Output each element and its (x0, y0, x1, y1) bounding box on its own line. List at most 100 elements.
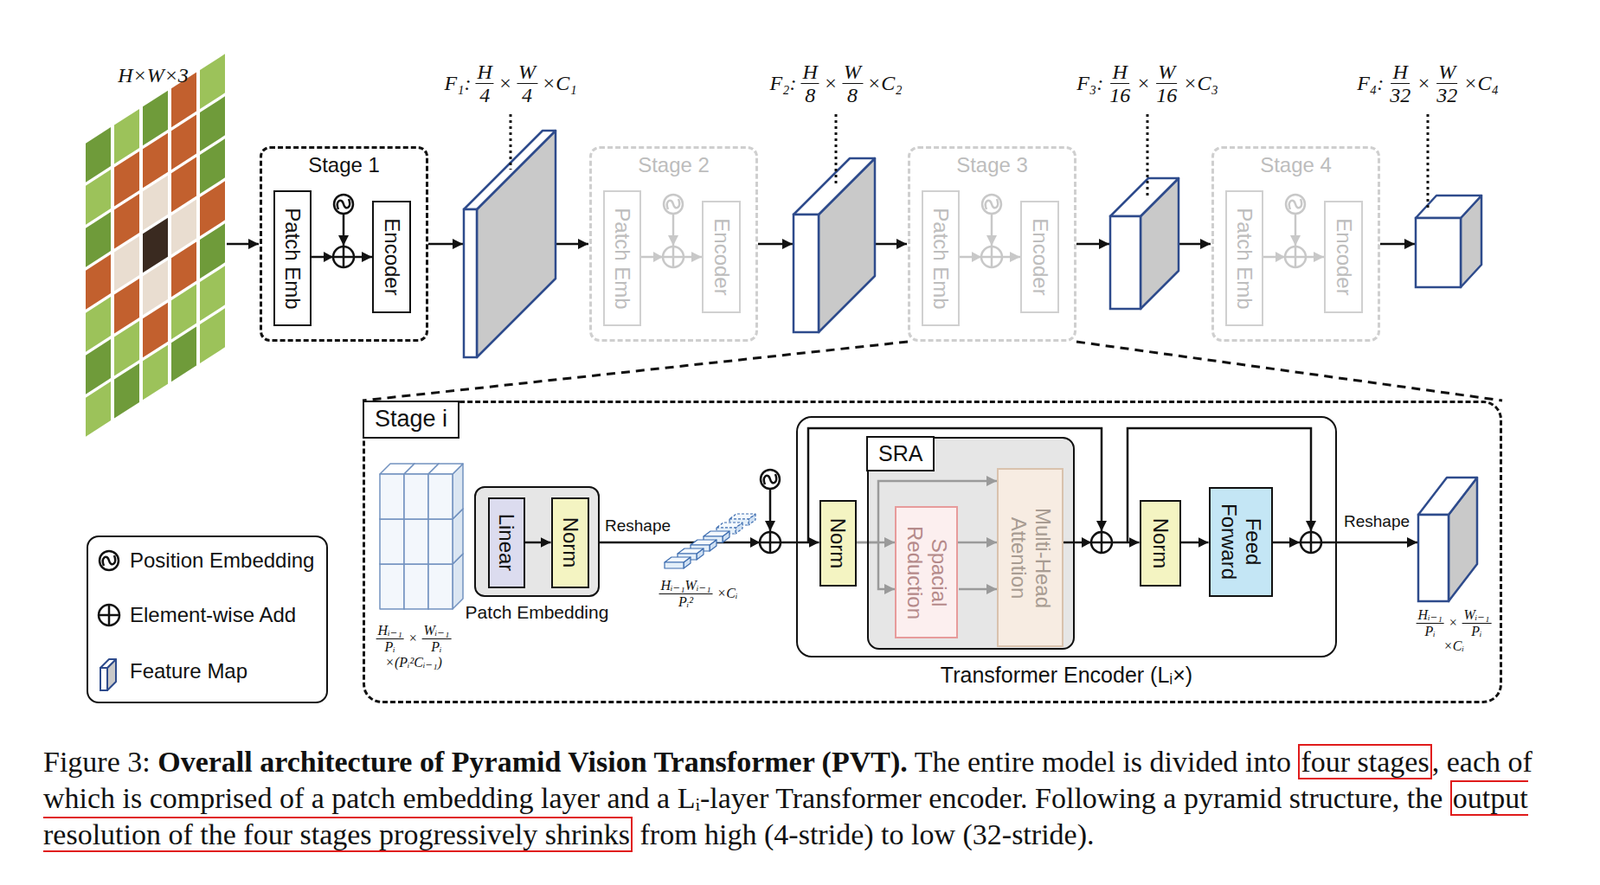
transformer-encoder-box: Transformer Encoder (Lᵢ×)NormSRASpacial … (796, 416, 1337, 658)
cube-front (428, 564, 453, 610)
feature-map-top (1418, 477, 1478, 515)
norm-box: Norm (819, 500, 857, 587)
label-text: F₃: (1076, 71, 1104, 96)
stage-title: Stage 3 (910, 153, 1074, 178)
label-text: ×Cᵢ (1443, 638, 1465, 655)
label-text: × (1136, 71, 1151, 96)
image-patch (199, 308, 225, 364)
feed-forward-box: Feed Forward (1208, 487, 1273, 598)
stage-symbols (985, 199, 998, 210)
box-label: Spacial Reduction (902, 520, 951, 625)
legend-text: Element-wise Add (129, 603, 296, 628)
label-text: 16 (1154, 83, 1179, 107)
legend-symbols (102, 555, 116, 566)
dimension-label: Hᵢ₋₁Wᵢ₋₁Pᵢ²×Cᵢ (657, 578, 739, 610)
stage-title: Stage 1 (262, 153, 426, 178)
token-front (664, 562, 684, 569)
fraction: Wᵢ₋₁Pᵢ (422, 623, 452, 655)
stage-symbols (1289, 199, 1302, 210)
legend-symbols (98, 604, 120, 626)
label-text: Pᵢ (1469, 623, 1484, 640)
legend-box: Position EmbeddingElement-wise AddFeatur… (86, 535, 328, 704)
patch-emb-box: Patch Emb (1225, 190, 1264, 327)
label-text: Pᵢ (1423, 623, 1438, 640)
box-label: Norm (825, 517, 850, 569)
feature-map-front (1415, 218, 1461, 288)
patch-embedding-fill (474, 486, 600, 598)
cube-front (379, 564, 405, 610)
token-top (703, 531, 730, 537)
leader-line (510, 114, 1428, 212)
box-label: Encoder (1331, 218, 1356, 296)
dimension-label: Hᵢ₋₁Pᵢ×Wᵢ₋₁Pᵢ×Cᵢ (1414, 607, 1494, 655)
label-row: Hᵢ₋₁Pᵢ×Wᵢ₋₁Pᵢ (374, 623, 454, 655)
box-label: Feed Forward (1216, 498, 1265, 585)
linear-box: Linear (488, 497, 526, 589)
encoder-wires (1272, 541, 1300, 545)
stage-symbols (323, 251, 334, 263)
token-top (664, 557, 691, 563)
label-row: F₂:H8×W8×C₂ (769, 60, 902, 108)
caption-highlight: four stages (1297, 744, 1432, 780)
label-text: W (1156, 60, 1177, 84)
stage-symbols (1285, 246, 1306, 268)
stage-symbols (662, 246, 684, 268)
encoder-box: Encoder (701, 200, 741, 314)
label-text: × (1416, 71, 1431, 96)
stage-symbols (672, 213, 675, 246)
legend-symbols (98, 551, 120, 626)
encoder-wires (1081, 537, 1092, 548)
label-text: 4 (477, 83, 492, 107)
label-text: Hᵢ₋₁ (1416, 607, 1445, 624)
box-label: Norm (1148, 517, 1173, 569)
label-text: W (1436, 60, 1458, 84)
flow-arrow (1178, 243, 1211, 246)
box-label: Patch Emb (610, 207, 635, 309)
encoder-wires (759, 532, 781, 553)
label-row: ×Cᵢ (1443, 638, 1465, 655)
stage-symbols (1285, 246, 1306, 268)
fraction: Hᵢ₋₁Pᵢ (1416, 607, 1445, 639)
patch-emb-box: Patch Emb (603, 190, 642, 327)
cube-front (404, 519, 429, 565)
label-text: ×C₄ (1463, 71, 1499, 96)
stage-box: Stage 1Patch EmbEncoder (259, 146, 429, 342)
box-label: Patch Emb (928, 207, 953, 309)
connector (525, 541, 552, 545)
flow-arrow (556, 243, 589, 246)
fraction: W4 (516, 60, 538, 108)
stage-symbols (342, 213, 346, 246)
feature-map-top (463, 130, 556, 210)
flow-arrow (226, 243, 259, 246)
flow-arrow (428, 243, 463, 246)
label-text: F₂: (769, 71, 797, 96)
label-text: F₄: (1356, 71, 1384, 96)
caption-bold: Overall architecture of Pyramid Vision T… (157, 745, 908, 778)
norm-box: Norm (551, 497, 590, 589)
token-top (677, 548, 704, 554)
norm-box: Norm (1139, 500, 1182, 587)
label-text: × (823, 71, 838, 96)
stage-symbols (333, 246, 354, 268)
stage-panel: Stage iPatch EmbeddingLinearNormTransfor… (362, 400, 1503, 704)
box-label: Encoder (709, 218, 734, 296)
stage-symbols (1294, 213, 1298, 246)
dimension-label: F₁:H4×W4×C₁ (443, 60, 577, 108)
encoder-wires (1300, 532, 1322, 553)
stage-symbols (981, 246, 1003, 268)
label-text: ×Cᵢ (716, 585, 738, 602)
label-text: ×C₃ (1182, 71, 1219, 96)
cube-front (404, 564, 429, 610)
sra-box: SRASpacial ReductionMulti-Head Attention (867, 436, 1075, 650)
label-text: 8 (803, 83, 817, 107)
stage-symbols (1275, 251, 1286, 263)
fraction: Wᵢ₋₁Pᵢ (1462, 607, 1492, 639)
stage-symbols (662, 246, 684, 268)
edge-label: Reshape (603, 516, 673, 536)
label-text: Hᵢ₋₁Wᵢ₋₁ (659, 578, 714, 595)
stage-title: Stage 2 (591, 153, 756, 178)
flow-arrow (1076, 243, 1110, 246)
label-text: Reshape (1343, 512, 1410, 532)
encoder-wires (760, 469, 780, 489)
feature-map-front (100, 668, 108, 691)
